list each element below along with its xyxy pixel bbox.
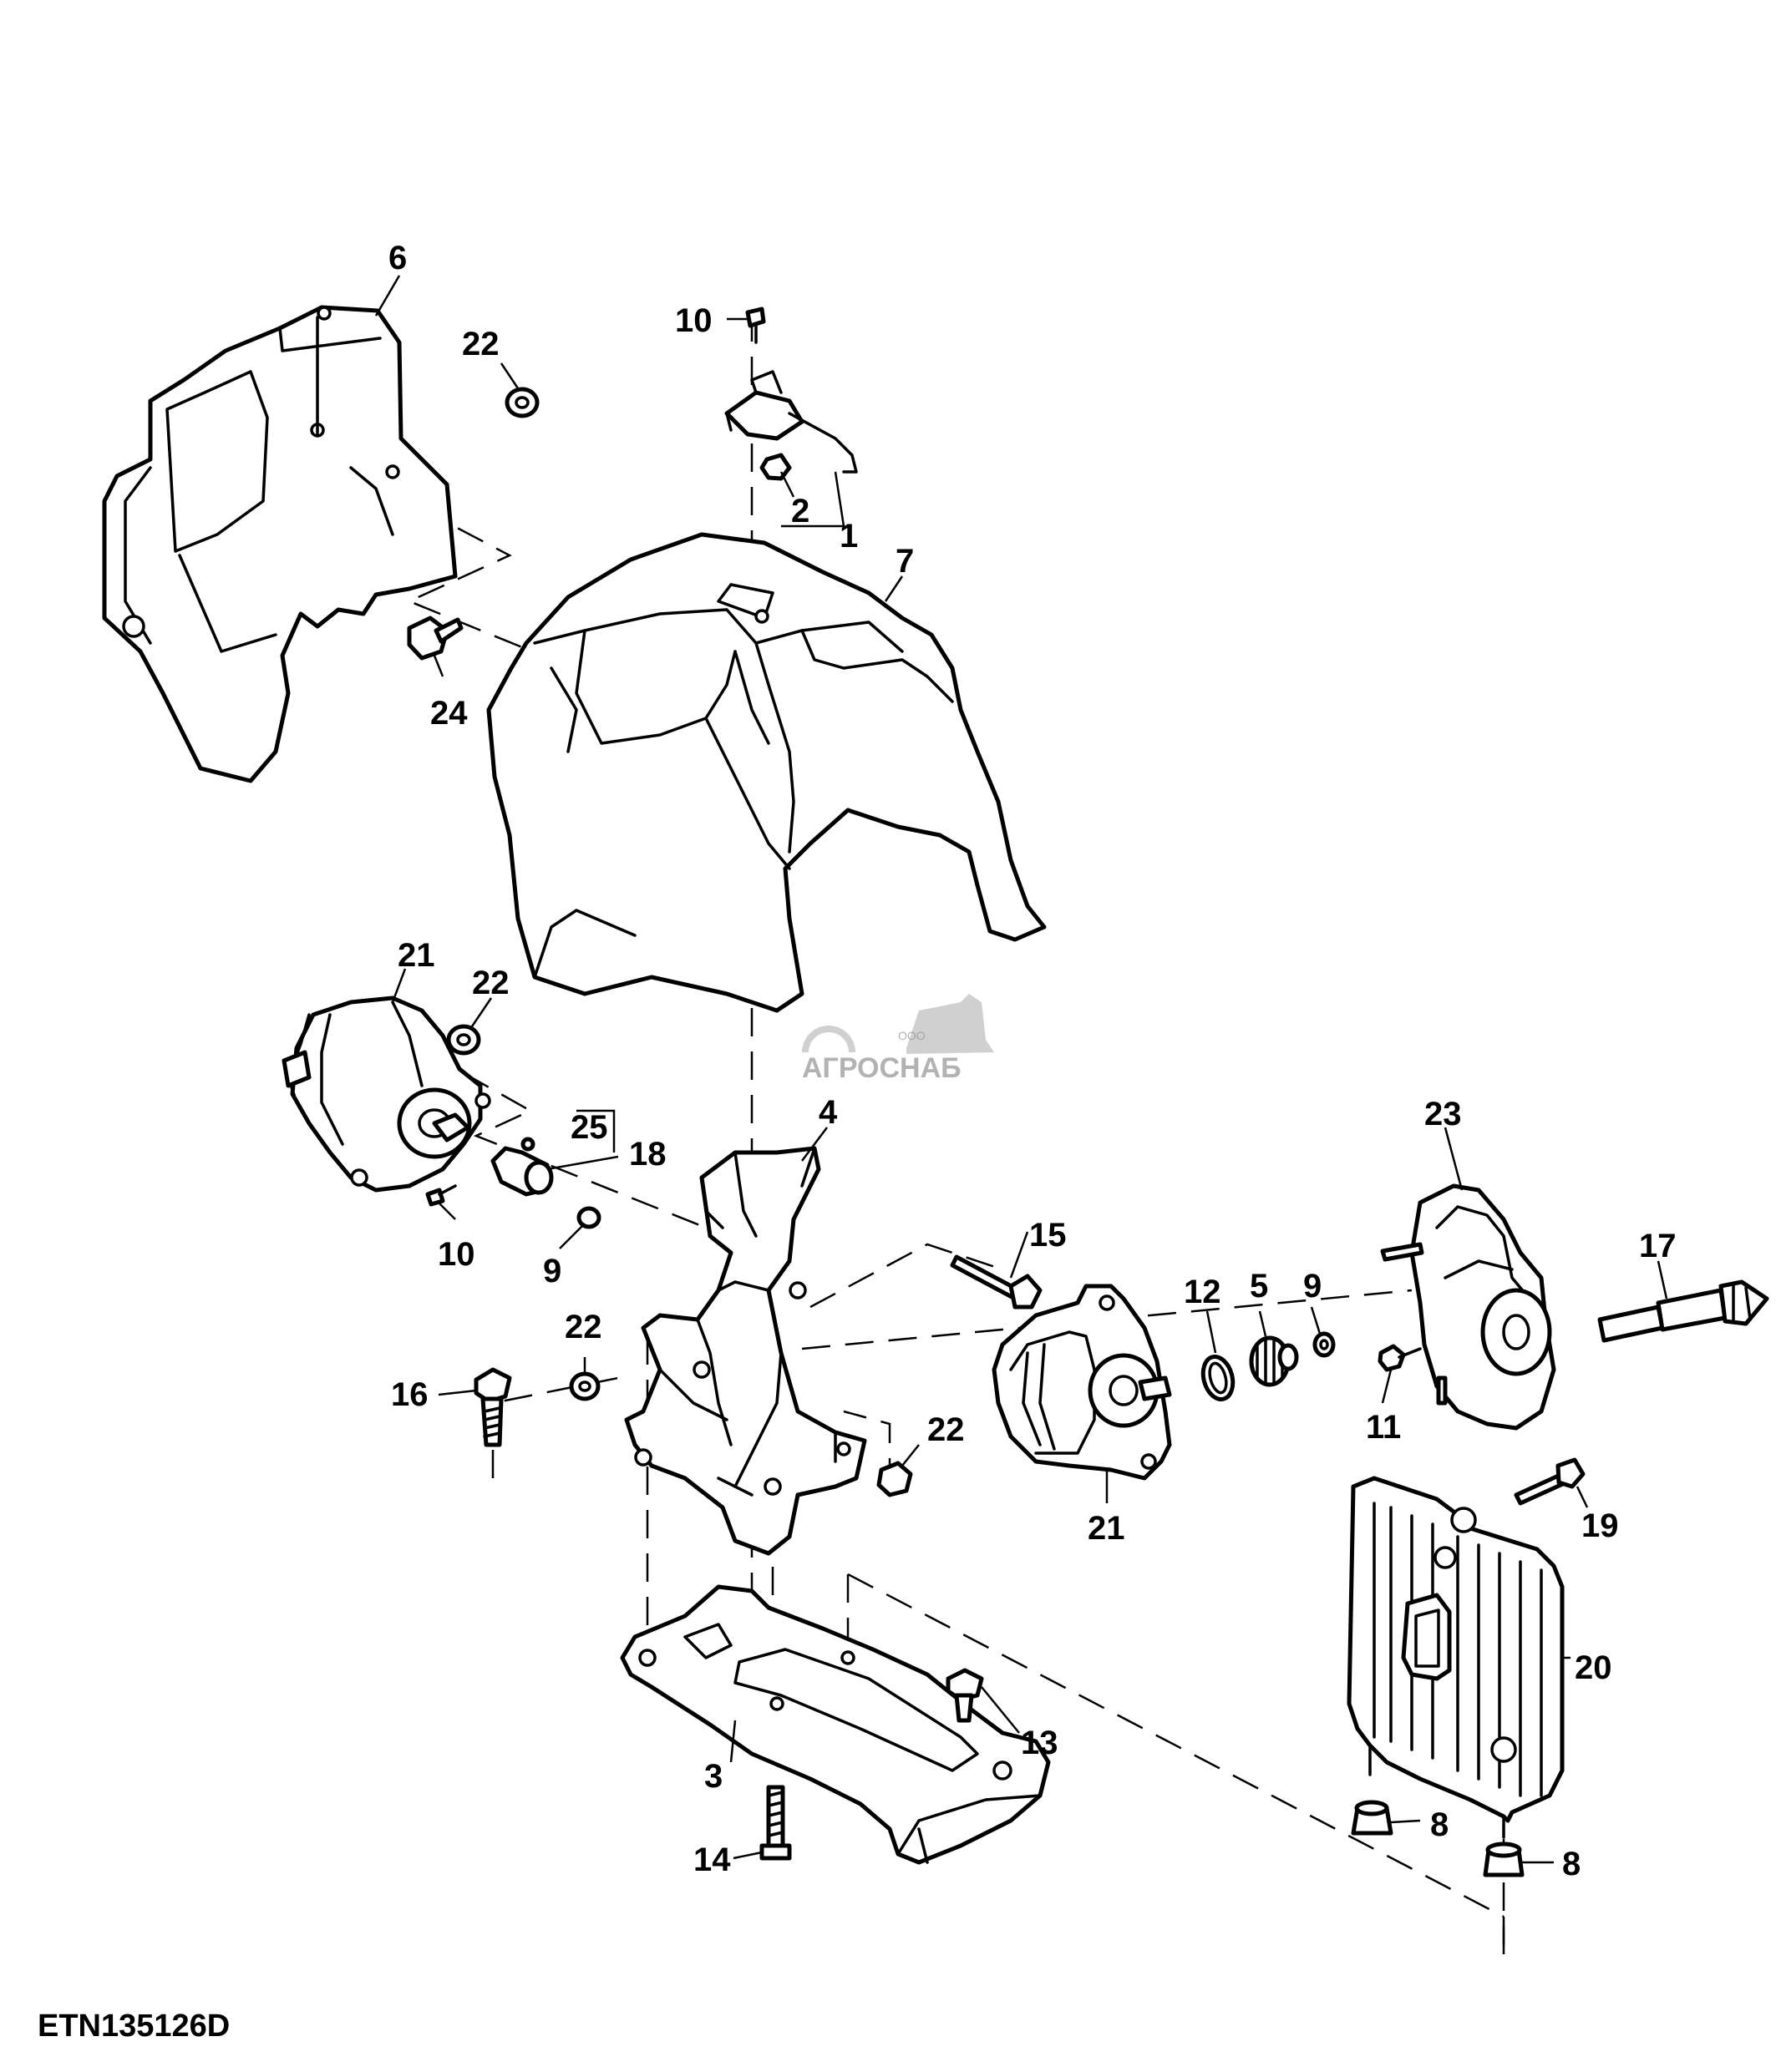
part-8-bushing-lower	[1483, 1841, 1525, 1877]
callout-1: 1	[840, 518, 858, 555]
part-21-alternator-left	[282, 995, 491, 1193]
callout-20: 20	[1575, 1649, 1612, 1686]
part-3-base-plate	[620, 1584, 1051, 1865]
callout-19: 19	[1581, 1507, 1619, 1544]
callout-25: 25	[571, 1109, 608, 1146]
callout-22-middle: 22	[565, 1309, 602, 1345]
part-22-nut-upper-left	[446, 1024, 481, 1056]
part-9-nut-left	[576, 1206, 601, 1229]
callout-14: 14	[693, 1841, 731, 1878]
part-10-screw-left	[425, 1184, 457, 1207]
part-11-screw	[1378, 1344, 1422, 1372]
callout-24: 24	[430, 695, 468, 732]
callout-22-upper-left: 22	[472, 965, 510, 1001]
part-1-clip	[724, 370, 858, 474]
part-13-bolt	[946, 1668, 984, 1723]
callout-22-bracket: 22	[927, 1411, 965, 1448]
part-9-washer-right	[1312, 1331, 1336, 1358]
callout-21-left: 21	[398, 937, 435, 974]
callout-12: 12	[1184, 1274, 1221, 1310]
part-22-nut-middle	[569, 1371, 601, 1401]
part-4-bracket	[624, 1146, 867, 1556]
part-7-shroud	[486, 532, 1047, 1013]
part-22-nut-bracket	[876, 1461, 913, 1497]
callout-18: 18	[629, 1136, 667, 1173]
callout-4: 4	[819, 1094, 838, 1131]
part-8-bushing-upper	[1351, 1800, 1393, 1836]
part-6-cover-bracket	[102, 305, 458, 783]
part-16-bolt	[474, 1367, 512, 1447]
watermark-prefix: ООО	[898, 1029, 926, 1042]
callout-10-top: 10	[675, 302, 713, 339]
part-5-gear	[1249, 1335, 1299, 1387]
part-19-bolt	[1514, 1457, 1586, 1506]
watermark-tractor-icon	[906, 994, 994, 1054]
callout-23: 23	[1424, 1096, 1462, 1132]
callout-8-upper: 8	[1430, 1806, 1449, 1843]
callout-13: 13	[1021, 1725, 1058, 1761]
callout-7: 7	[896, 543, 914, 580]
part-20-control-unit	[1347, 1476, 1565, 1839]
part-25-spacer	[520, 1137, 535, 1152]
callout-2: 2	[791, 493, 809, 529]
callouts: 6 22 10 2 1 7 24 21 22 25 18 4 10 9 15 1…	[388, 240, 1677, 1882]
part-10-screw-top	[745, 306, 766, 344]
callout-5: 5	[1250, 1268, 1268, 1304]
part-15-bolt	[950, 1254, 1043, 1310]
part-14-bolt	[759, 1785, 792, 1861]
callout-9-right: 9	[1303, 1268, 1322, 1304]
callout-17: 17	[1639, 1228, 1677, 1264]
part-22-nut-top	[505, 387, 540, 418]
callout-3: 3	[704, 1758, 723, 1795]
part-2-nut	[759, 453, 792, 481]
watermark-gear-icon	[802, 1026, 855, 1052]
callout-15: 15	[1029, 1217, 1067, 1254]
watermark-name: АГРОСНАБ	[802, 1052, 962, 1084]
part-17-sensor	[1597, 1279, 1769, 1343]
leader-lines	[374, 275, 1668, 1864]
part-21-alternator-right	[992, 1284, 1172, 1481]
figure-id: ETN135126D	[38, 2009, 230, 2044]
callout-6: 6	[388, 240, 407, 276]
callout-11: 11	[1366, 1409, 1401, 1446]
watermark: ООО АГРОСНАБ	[802, 994, 994, 1084]
callout-21-right: 21	[1088, 1510, 1125, 1547]
callout-9-left: 9	[543, 1253, 561, 1289]
callout-10-left: 10	[438, 1236, 475, 1273]
callout-22-top: 22	[462, 326, 500, 362]
part-23-cover	[1380, 1183, 1556, 1431]
part-12-o-ring	[1200, 1355, 1236, 1401]
callout-16: 16	[391, 1376, 429, 1413]
part-18-connector	[490, 1146, 554, 1197]
part-24-bolt	[407, 616, 464, 661]
callout-8-lower: 8	[1562, 1846, 1581, 1882]
